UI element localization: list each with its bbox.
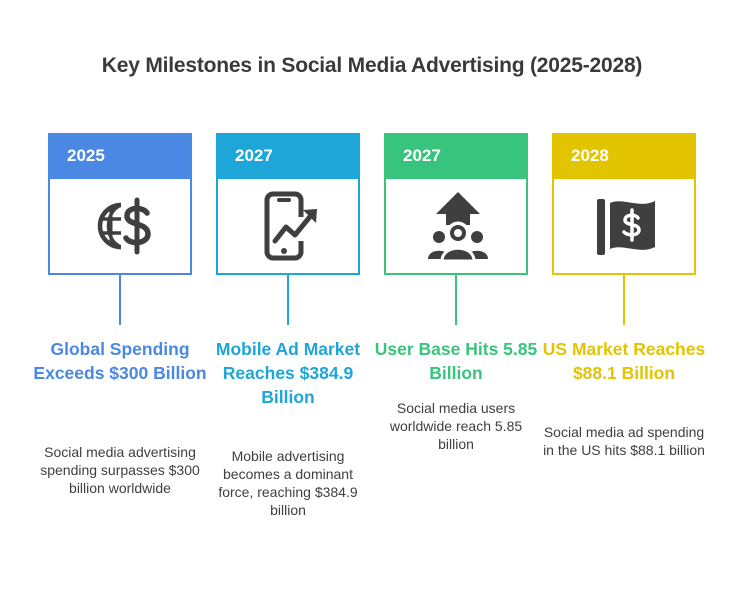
milestone-description: Social media ad spending in the US hits … (543, 424, 705, 458)
page-title: Key Milestones in Social Media Advertisi… (101, 54, 643, 77)
dollar-flag-icon (597, 199, 655, 255)
milestone-icon-box (216, 179, 360, 275)
milestone-description: Social media users worldwide reach 5.85 … (389, 400, 523, 452)
milestone-connector (287, 275, 289, 325)
milestone-headline: User Base Hits 5.85 Billion (374, 339, 538, 383)
milestone-headline: Global Spending Exceeds $300 Billion (33, 339, 207, 383)
milestone-icon-box (552, 179, 696, 275)
globe-dollar-icon (97, 197, 151, 255)
milestone-connector (623, 275, 625, 325)
milestone-year: 2028 (552, 133, 696, 179)
milestone-year: 2027 (216, 133, 360, 179)
milestone-description: Social media advertising spending surpas… (40, 444, 200, 496)
user-group-arrow-icon (428, 192, 488, 263)
milestone-connector (119, 275, 121, 325)
milestone-headline: Mobile Ad Market Reaches $384.9 Billion (215, 339, 361, 407)
milestone-year: 2025 (48, 133, 192, 179)
milestone-icon-box (384, 179, 528, 275)
milestone-description: Mobile advertising becomes a dominant fo… (218, 448, 358, 518)
mobile-growth-icon (264, 191, 319, 261)
milestone-icon-box (48, 179, 192, 275)
milestone-connector (455, 275, 457, 325)
milestone-year: 2027 (384, 133, 528, 179)
milestone-headline: US Market Reaches $88.1 Billion (542, 339, 706, 383)
